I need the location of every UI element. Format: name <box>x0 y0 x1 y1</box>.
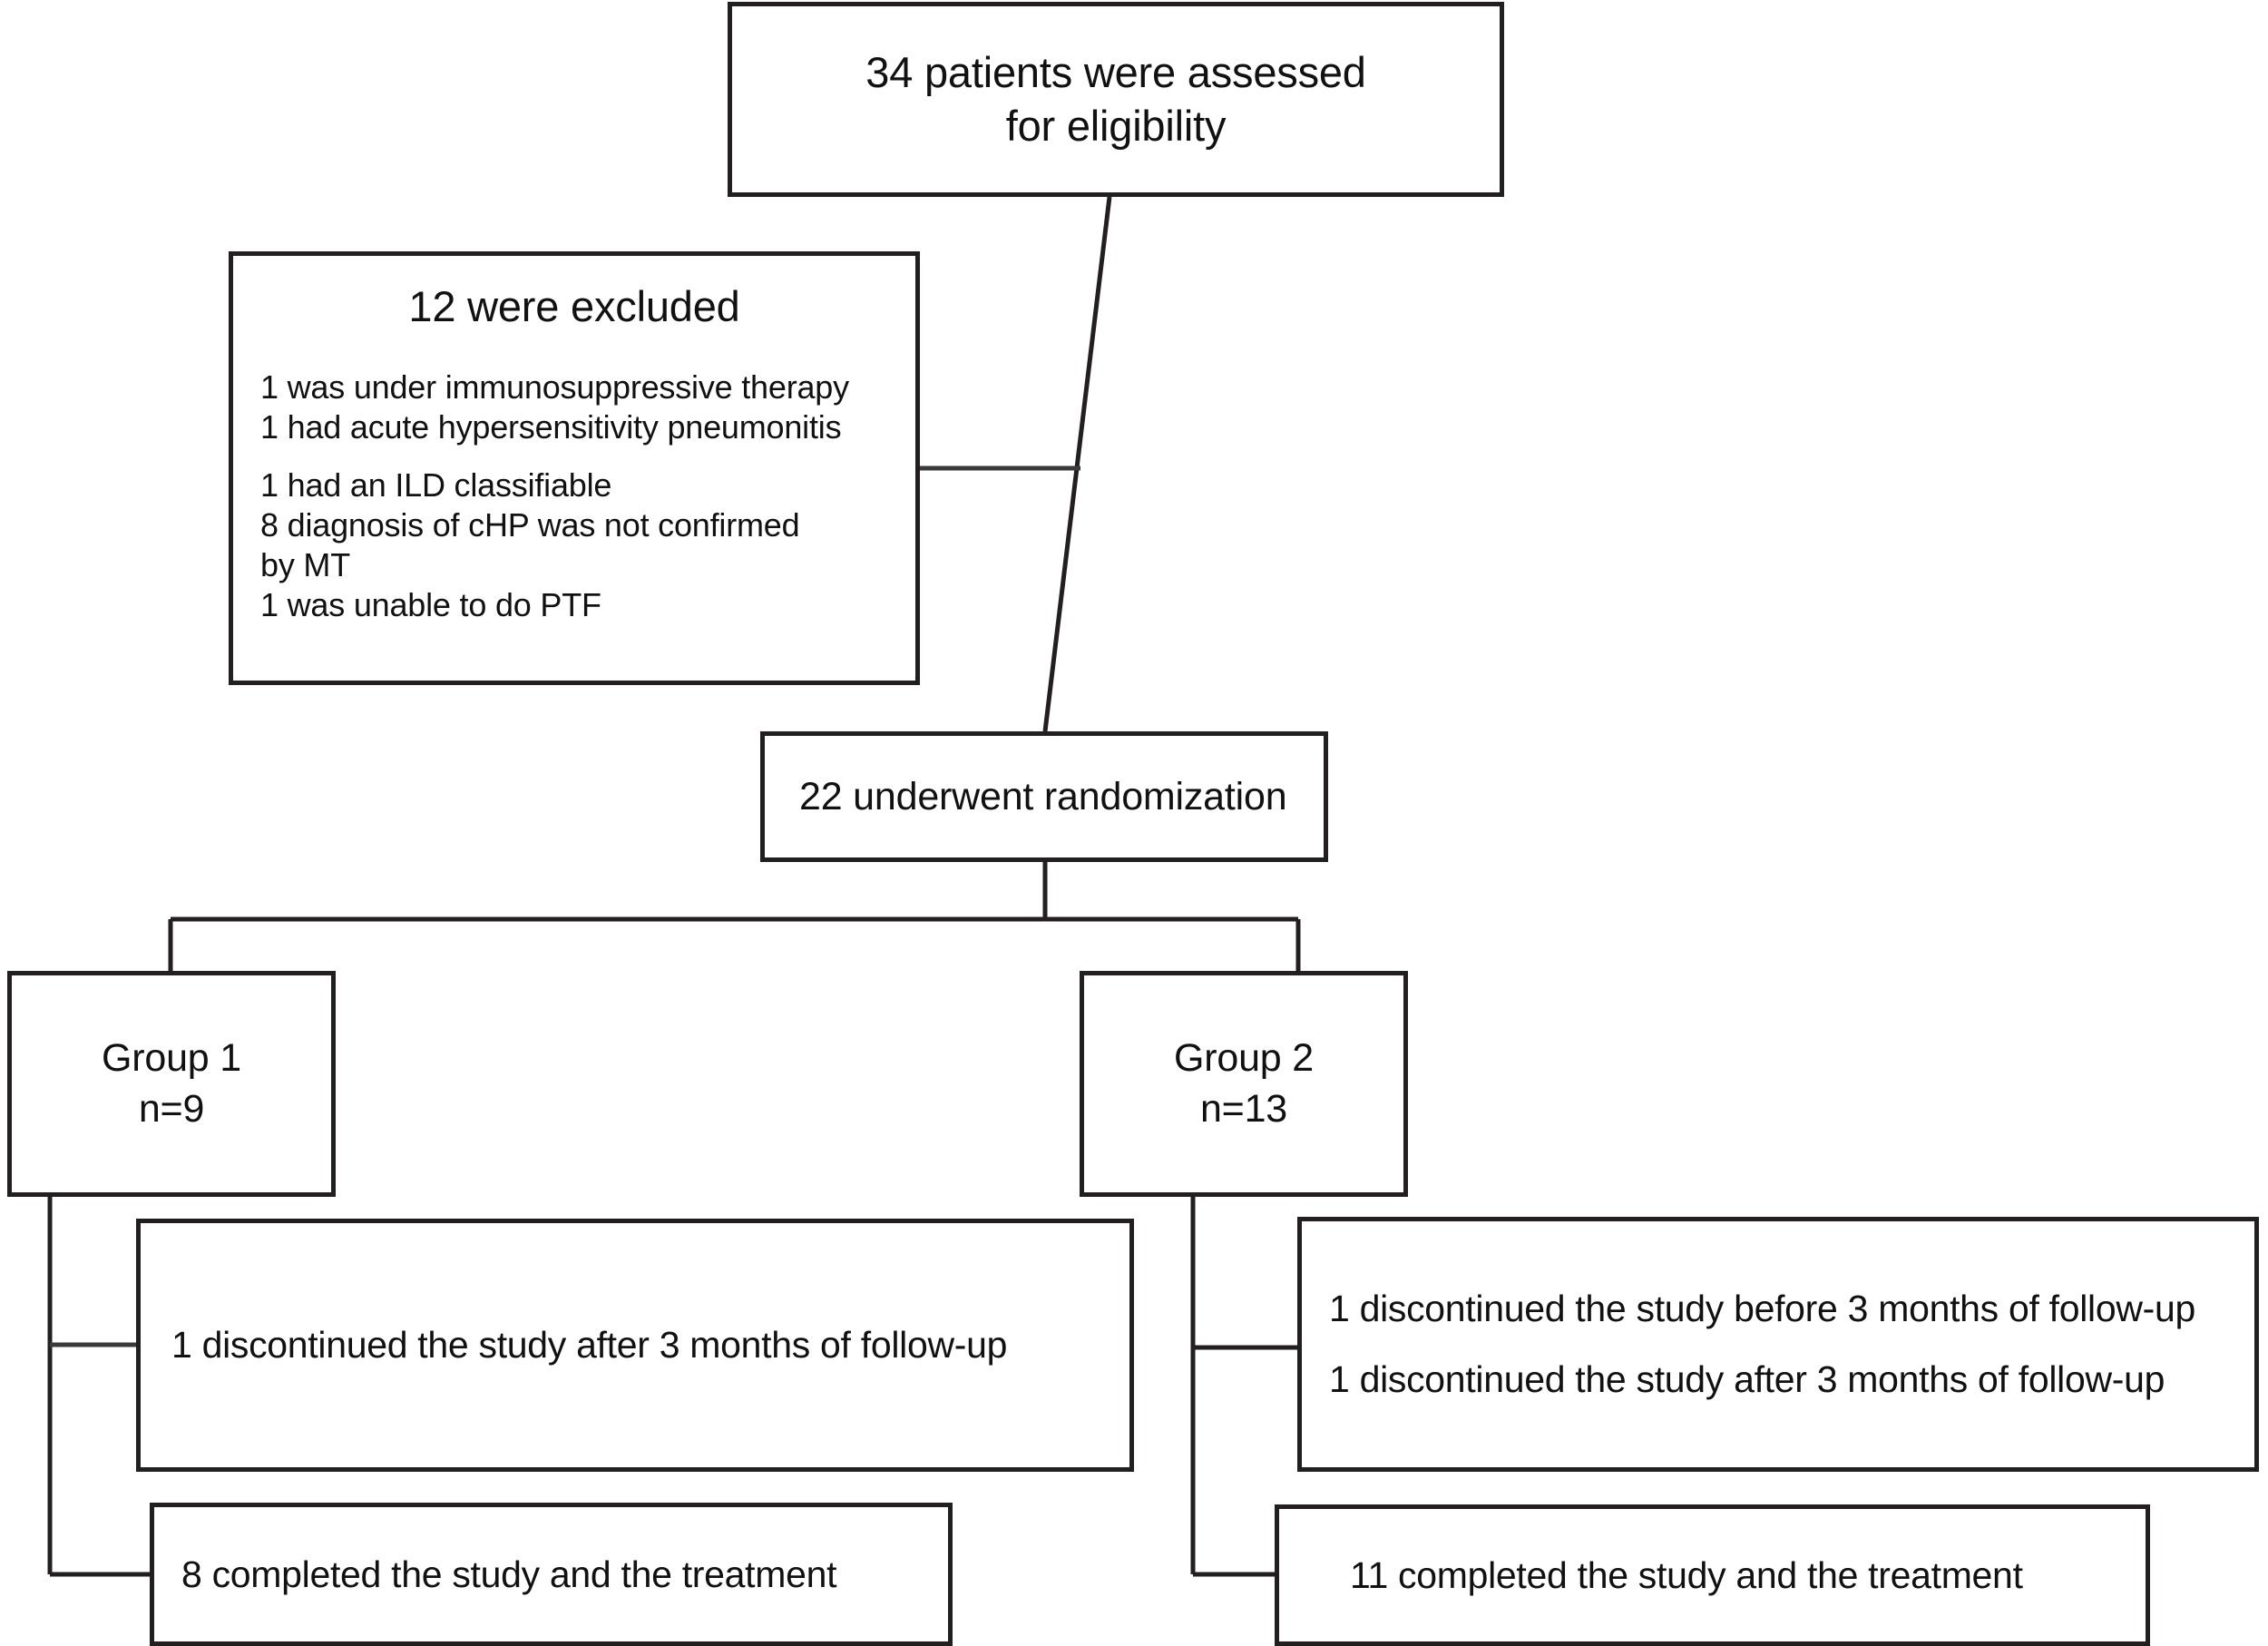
node-group-1-completed-text: 8 completed the study and the treatment <box>181 1553 837 1595</box>
node-group-2-completed-text: 11 completed the study and the treatment <box>1350 1553 2023 1596</box>
node-assessed-for-eligibility: 34 patients were assessed for eligibilit… <box>728 2 1504 197</box>
node-group-1-discontinued: 1 discontinued the study after 3 months … <box>136 1219 1134 1472</box>
node-excluded: 12 were excluded 1 was under immunosuppr… <box>229 251 920 685</box>
node-excluded-heading: 12 were excluded <box>408 282 740 330</box>
node-group-1-completed: 8 completed the study and the treatment <box>150 1503 953 1646</box>
node-excluded-reasons-group-2: 1 had an ILD classifiable 8 diagnosis of… <box>260 465 800 623</box>
node-group-1: Group 1 n=9 <box>7 971 336 1197</box>
node-excluded-reasons-group-1: 1 was under immunosuppressive therapy 1 … <box>260 368 849 446</box>
node-underwent-randomization: 22 underwent randomization <box>760 731 1328 862</box>
node-group-2-discontinued-text: 1 discontinued the study before 3 months… <box>1329 1287 2196 1400</box>
node-excluded-reasons: 1 was under immunosuppressive therapy 1 … <box>260 367 888 624</box>
node-assessed-text: 34 patients were assessed for eligibilit… <box>865 48 1366 150</box>
node-group-2-text: Group 2 n=13 <box>1174 1036 1314 1131</box>
node-group-2-discontinued: 1 discontinued the study before 3 months… <box>1297 1217 2259 1472</box>
node-group-2: Group 2 n=13 <box>1080 971 1408 1197</box>
node-group-1-discontinued-text: 1 discontinued the study after 3 months … <box>171 1324 1008 1366</box>
node-randomization-text: 22 underwent randomization <box>799 774 1287 818</box>
connector-assessed-to-randomization <box>1042 196 1112 732</box>
node-group-2-completed: 11 completed the study and the treatment <box>1275 1504 2150 1646</box>
node-group-1-text: Group 1 n=9 <box>102 1036 241 1131</box>
